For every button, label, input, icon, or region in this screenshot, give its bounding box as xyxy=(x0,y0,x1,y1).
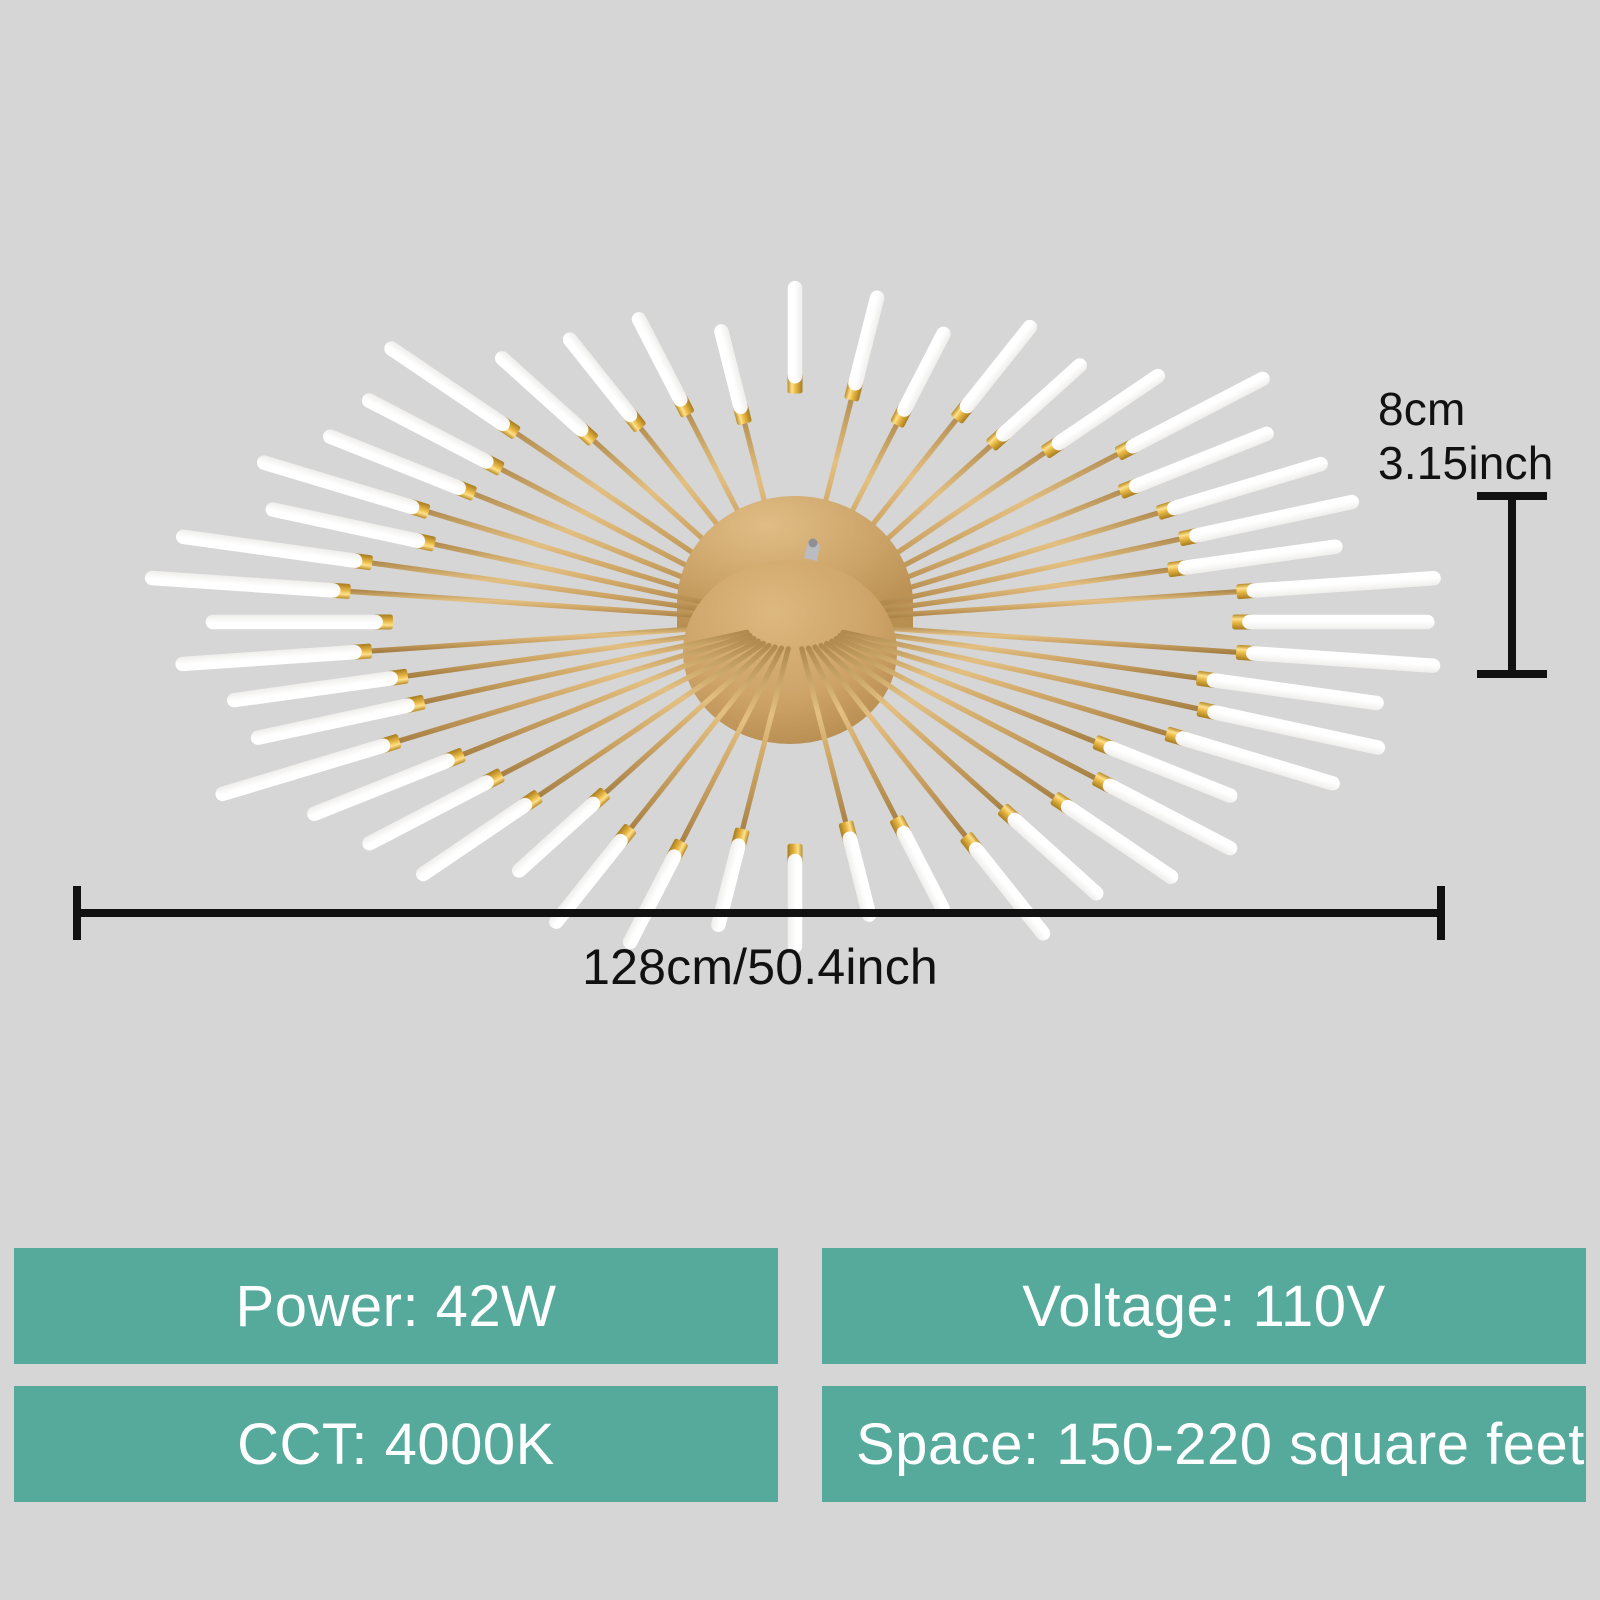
spec-box-power: Power: 42W xyxy=(14,1248,778,1364)
height-dimension-label: 8cm 3.15inch xyxy=(1378,382,1554,490)
light-arms-lower xyxy=(215,629,1386,954)
spec-box-space: Space: 150-220 square feet xyxy=(822,1386,1586,1502)
spec-box-cct: CCT: 4000K xyxy=(14,1386,778,1502)
spec-label-power: Power: 42W xyxy=(235,1273,557,1339)
spec-label-voltage: Voltage: 110V xyxy=(1022,1273,1386,1339)
spec-label-cct: CCT: 4000K xyxy=(237,1411,555,1477)
ceiling-light-figure xyxy=(144,280,1441,954)
width-dimension-line xyxy=(73,886,1445,940)
height-dimension-inch: 3.15inch xyxy=(1378,437,1554,489)
light-arms-middle xyxy=(144,494,1441,711)
height-dimension-line xyxy=(1477,492,1547,678)
spec-label-space: Space: 150-220 square feet xyxy=(856,1411,1585,1477)
spec-box-voltage: Voltage: 110V xyxy=(822,1248,1586,1364)
specification-grid: Power: 42W Voltage: 110V CCT: 4000K Spac… xyxy=(14,1248,1586,1502)
height-dimension-cm: 8cm xyxy=(1378,383,1466,435)
width-dimension-label: 128cm/50.4inch xyxy=(582,939,938,995)
product-illustration xyxy=(144,280,1441,954)
